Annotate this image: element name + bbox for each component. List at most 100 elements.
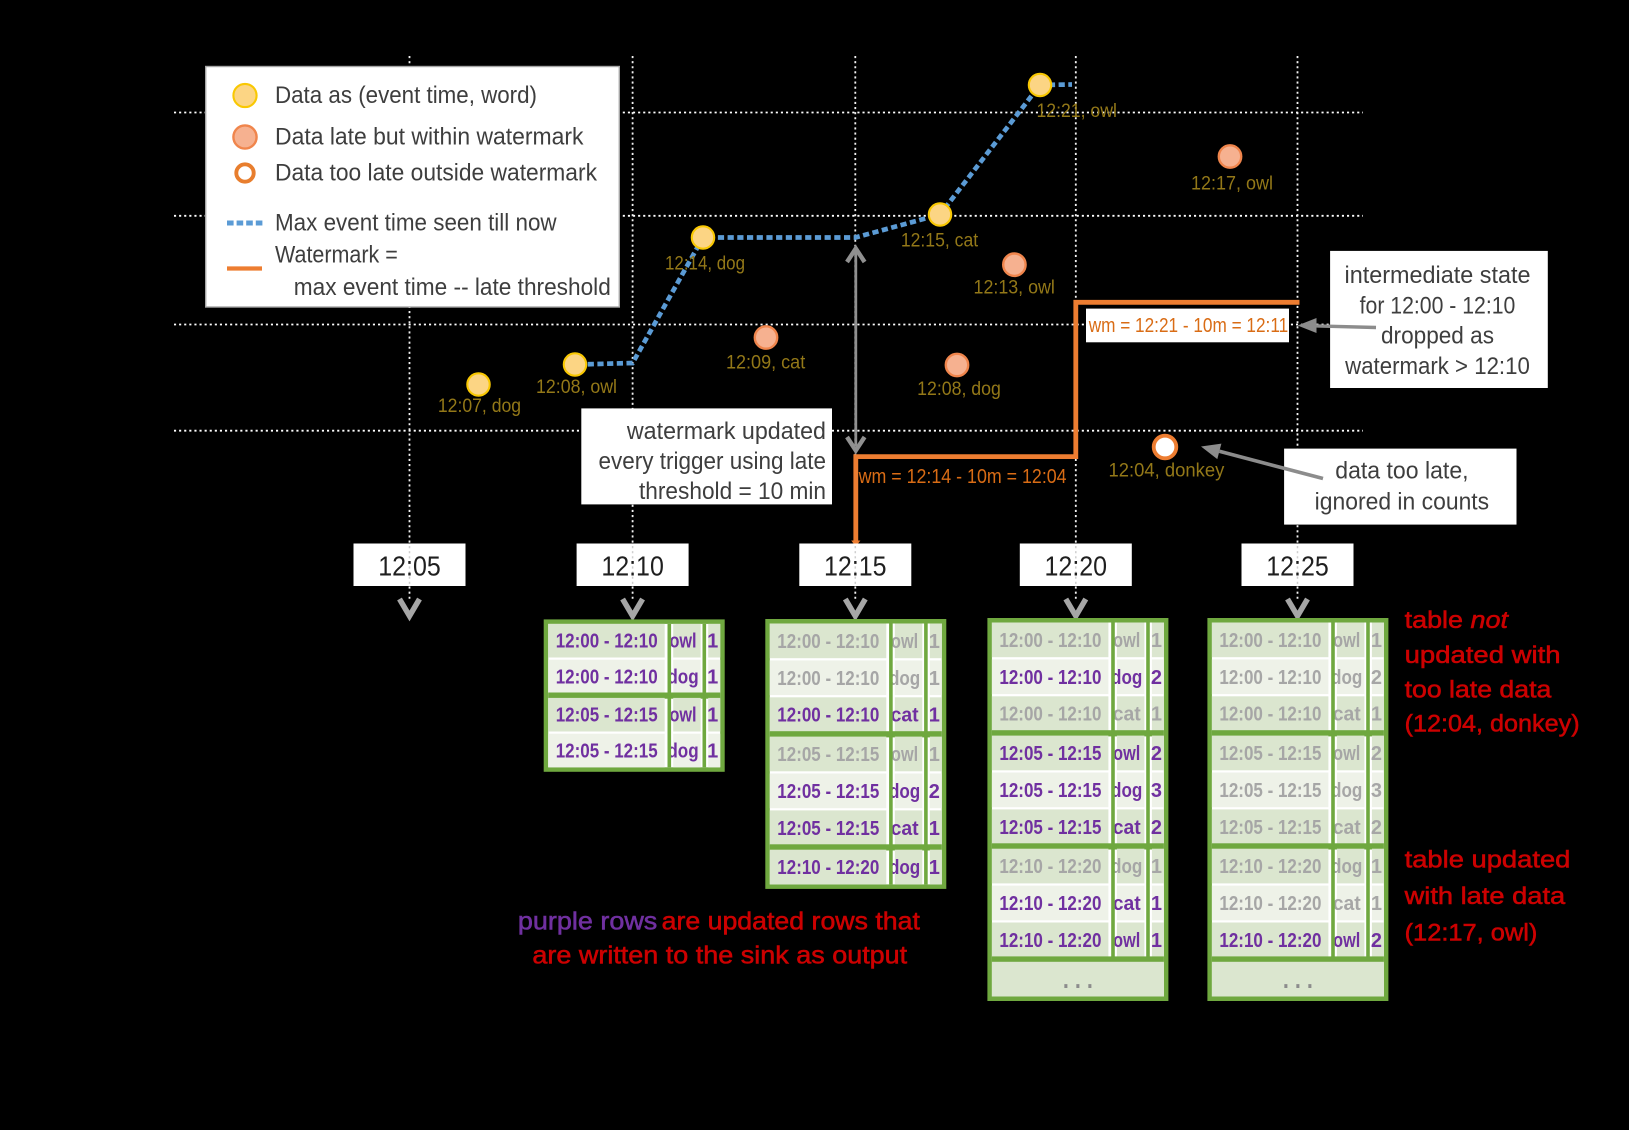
svg-text:1: 1 xyxy=(929,744,940,766)
svg-text:1: 1 xyxy=(1151,856,1162,878)
svg-text:updated with: updated with xyxy=(1405,642,1561,669)
svg-text:1: 1 xyxy=(1151,630,1162,652)
svg-text:12:08, owl: 12:08, owl xyxy=(536,377,617,398)
svg-text:1: 1 xyxy=(1371,893,1382,915)
svg-text:12:00 - 12:10: 12:00 - 12:10 xyxy=(777,668,879,690)
svg-text:1: 1 xyxy=(1371,856,1382,878)
svg-text:dog: dog xyxy=(889,857,920,879)
svg-text:12:05 - 12:15: 12:05 - 12:15 xyxy=(999,780,1101,802)
svg-text:12:05 - 12:15: 12:05 - 12:15 xyxy=(556,741,658,763)
svg-text:12:20: 12:20 xyxy=(1045,551,1108,582)
svg-text:dog: dog xyxy=(889,781,920,803)
svg-text:owl: owl xyxy=(891,744,918,766)
svg-text:12:05 - 12:15: 12:05 - 12:15 xyxy=(999,743,1101,765)
svg-text:1: 1 xyxy=(929,818,940,840)
svg-text:1: 1 xyxy=(707,705,718,727)
svg-text:12:00 - 12:10: 12:00 - 12:10 xyxy=(777,705,879,727)
svg-text:1: 1 xyxy=(929,668,940,690)
svg-text:12:13, owl: 12:13, owl xyxy=(974,278,1055,299)
svg-text:cat: cat xyxy=(1333,817,1361,839)
svg-text:12:17, owl: 12:17, owl xyxy=(1191,174,1273,195)
svg-text:12:10 - 12:20: 12:10 - 12:20 xyxy=(999,930,1101,952)
svg-text:12:00 - 12:10: 12:00 - 12:10 xyxy=(556,667,658,689)
svg-text:Data late but within watermark: Data late but within watermark xyxy=(275,124,584,151)
svg-text:owl: owl xyxy=(891,631,918,653)
svg-text:2: 2 xyxy=(929,781,940,803)
svg-text:1: 1 xyxy=(1371,704,1382,726)
svg-text:2: 2 xyxy=(1371,667,1382,689)
svg-text:12:05 - 12:15: 12:05 - 12:15 xyxy=(556,705,658,727)
svg-text:every trigger using late: every trigger using late xyxy=(599,448,827,475)
svg-text:12:00 - 12:10: 12:00 - 12:10 xyxy=(999,704,1101,726)
svg-text:3: 3 xyxy=(1151,780,1162,802)
svg-text:12:10 - 12:20: 12:10 - 12:20 xyxy=(777,857,879,879)
svg-text:. . .: . . . xyxy=(1283,964,1313,994)
svg-text:dog: dog xyxy=(1331,780,1362,802)
svg-text:12:05 - 12:15: 12:05 - 12:15 xyxy=(777,744,879,766)
svg-text:12:08, dog: 12:08, dog xyxy=(917,379,1001,400)
svg-text:watermark updated: watermark updated xyxy=(626,418,826,445)
svg-text:12:10 - 12:20: 12:10 - 12:20 xyxy=(1219,856,1321,878)
svg-text:Max event time seen till now: Max event time seen till now xyxy=(275,210,557,237)
svg-text:data too late,: data too late, xyxy=(1335,458,1468,485)
svg-text:12:05 - 12:15: 12:05 - 12:15 xyxy=(1219,817,1321,839)
svg-text:2: 2 xyxy=(1371,930,1382,952)
svg-text:dropped as: dropped as xyxy=(1381,323,1494,350)
svg-text:. . .: . . . xyxy=(1063,964,1093,994)
svg-text:table not: table not xyxy=(1405,607,1510,634)
svg-text:are written to the sink as out: are written to the sink as output xyxy=(532,942,907,970)
svg-text:2: 2 xyxy=(1151,667,1162,689)
svg-text:max event time -- late thresho: max event time -- late threshold xyxy=(294,274,611,301)
svg-text:dog: dog xyxy=(889,668,920,690)
svg-text:dog: dog xyxy=(1111,780,1142,802)
svg-text:12:10 - 12:20: 12:10 - 12:20 xyxy=(1219,893,1321,915)
svg-text:12:00 - 12:10: 12:00 - 12:10 xyxy=(999,630,1101,652)
svg-text:ignored in counts: ignored in counts xyxy=(1315,489,1490,516)
svg-text:12:09, cat: 12:09, cat xyxy=(726,353,806,374)
svg-text:cat: cat xyxy=(891,705,919,727)
svg-text:12:05 - 12:15: 12:05 - 12:15 xyxy=(1219,743,1321,765)
svg-text:dog: dog xyxy=(667,741,698,763)
svg-text:dog: dog xyxy=(1331,667,1362,689)
svg-text:owl: owl xyxy=(669,631,696,653)
svg-text:1: 1 xyxy=(1151,893,1162,915)
svg-text:dog: dog xyxy=(1111,856,1142,878)
svg-text:12:15, cat: 12:15, cat xyxy=(901,231,979,252)
svg-text:wm = 12:14 - 10m = 12:04: wm = 12:14 - 10m = 12:04 xyxy=(858,466,1067,488)
svg-text:too late data: too late data xyxy=(1405,677,1552,704)
svg-text:owl: owl xyxy=(1113,630,1140,652)
svg-text:1: 1 xyxy=(1151,930,1162,952)
svg-text:12:05: 12:05 xyxy=(378,551,441,582)
svg-text:2: 2 xyxy=(1151,743,1162,765)
svg-text:Watermark =: Watermark = xyxy=(275,242,398,269)
svg-text:12:10 - 12:20: 12:10 - 12:20 xyxy=(999,893,1101,915)
svg-text:1: 1 xyxy=(707,667,718,689)
svg-text:with late data: with late data xyxy=(1403,883,1565,910)
svg-text:dog: dog xyxy=(1331,856,1362,878)
svg-text:owl: owl xyxy=(669,705,696,727)
svg-text:(12:04, donkey): (12:04, donkey) xyxy=(1405,711,1580,738)
svg-text:2: 2 xyxy=(1151,817,1162,839)
svg-text:2: 2 xyxy=(1371,743,1382,765)
svg-text:1: 1 xyxy=(929,857,940,879)
svg-text:cat: cat xyxy=(891,818,919,840)
svg-text:Data too late outside watermar: Data too late outside watermark xyxy=(275,160,598,187)
svg-text:3: 3 xyxy=(1371,780,1382,802)
svg-text:cat: cat xyxy=(1113,893,1141,915)
svg-text:1: 1 xyxy=(929,631,940,653)
svg-text:12:00 - 12:10: 12:00 - 12:10 xyxy=(999,667,1101,689)
svg-text:12:00 - 12:10: 12:00 - 12:10 xyxy=(1219,704,1321,726)
svg-text:cat: cat xyxy=(1113,704,1141,726)
svg-text:table updated: table updated xyxy=(1405,847,1571,874)
svg-text:12:10 - 12:20: 12:10 - 12:20 xyxy=(1219,930,1321,952)
svg-text:intermediate state: intermediate state xyxy=(1345,262,1531,289)
svg-text:owl: owl xyxy=(1113,743,1140,765)
svg-text:cat: cat xyxy=(1333,704,1361,726)
svg-text:12:10: 12:10 xyxy=(601,551,664,582)
svg-text:dog: dog xyxy=(667,667,698,689)
svg-text:1: 1 xyxy=(707,631,718,653)
svg-text:owl: owl xyxy=(1113,930,1140,952)
svg-text:cat: cat xyxy=(1113,817,1141,839)
svg-text:wm = 12:21 - 10m = 12:11: wm = 12:21 - 10m = 12:11 xyxy=(1088,315,1288,337)
svg-text:1: 1 xyxy=(707,741,718,763)
